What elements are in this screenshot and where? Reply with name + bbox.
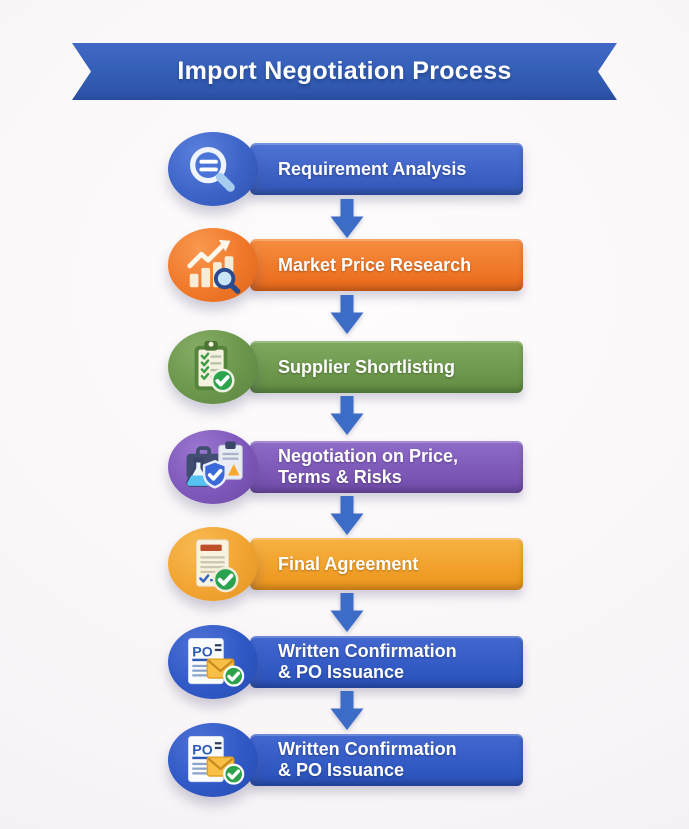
step-bar: Written Confirmation & PO Issuance (250, 636, 523, 688)
svg-text:PO: PO (192, 741, 212, 757)
step-bar: Supplier Shortlisting (250, 341, 523, 393)
step-label: Written Confirmation (278, 739, 457, 759)
down-arrow-icon (330, 295, 364, 334)
step-icon-circle (168, 527, 258, 601)
down-arrow-icon (330, 496, 364, 535)
po-document-icon: PO (188, 736, 245, 785)
step-row-6: Written Confirmation & PO Issuance PO (0, 625, 689, 699)
step-label: Final Agreement (278, 553, 419, 574)
step-icon-circle (168, 430, 258, 504)
step-icon-circle (168, 132, 258, 206)
down-arrow-icon (330, 199, 364, 238)
price-chart-icon (187, 239, 241, 294)
step-bar: Requirement Analysis (250, 143, 523, 195)
step-bar: Negotiation on Price, Terms & Risks (250, 441, 523, 493)
step-label: Market Price Research (278, 254, 472, 275)
magnifier-icon (189, 146, 235, 192)
step-label-line2: & PO Issuance (278, 760, 405, 780)
step-label: Requirement Analysis (278, 158, 467, 179)
negotiation-items-icon (186, 441, 243, 489)
down-arrow-icon (330, 691, 364, 730)
step-icon-circle: PO (168, 625, 258, 699)
checklist-clipboard-icon (194, 340, 235, 393)
svg-text:PO: PO (192, 643, 212, 659)
step-row-3: Supplier Shortlisting (0, 330, 689, 404)
po-document-icon: PO (188, 638, 245, 687)
down-arrow-icon (330, 593, 364, 632)
title-banner: Import Negotiation Process (72, 43, 617, 100)
step-bar: Market Price Research (250, 239, 523, 291)
step-label-line2: Terms & Risks (278, 467, 402, 487)
step-row-7: Written Confirmation & PO Issuance PO (0, 723, 689, 797)
step-label: Written Confirmation (278, 641, 457, 661)
step-row-4: Negotiation on Price, Terms & Risks (0, 430, 689, 504)
down-arrow-icon (330, 396, 364, 435)
page-title: Import Negotiation Process (177, 57, 512, 85)
step-bar: Written Confirmation & PO Issuance (250, 734, 523, 786)
step-icon-circle (168, 228, 258, 302)
agreement-document-icon (196, 539, 239, 593)
step-label-line2: & PO Issuance (278, 662, 405, 682)
step-icon-circle: PO (168, 723, 258, 797)
step-label: Supplier Shortlisting (278, 356, 456, 377)
step-row-5: Final Agreement (0, 527, 689, 601)
step-row-2: Market Price Research (0, 228, 689, 302)
step-row-1: Requirement Analysis (0, 132, 689, 206)
step-bar: Final Agreement (250, 538, 523, 590)
step-label: Negotiation on Price, (278, 446, 459, 466)
step-icon-circle (168, 330, 258, 404)
